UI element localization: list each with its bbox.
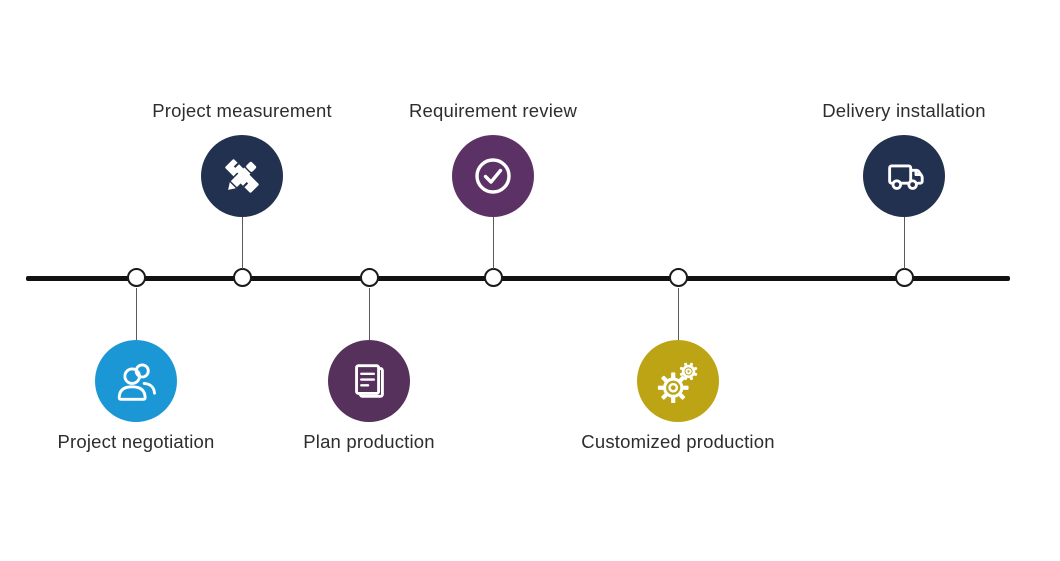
step-bubble bbox=[637, 340, 719, 422]
timeline-node bbox=[126, 268, 146, 287]
truck-icon bbox=[881, 153, 927, 199]
people-icon bbox=[113, 358, 159, 404]
step-bubble bbox=[328, 340, 410, 422]
connector-line bbox=[492, 217, 494, 269]
step-bubble bbox=[95, 340, 177, 422]
connector-line bbox=[903, 217, 905, 269]
connector-line bbox=[368, 288, 370, 340]
timeline-node bbox=[232, 268, 252, 287]
timeline-node bbox=[894, 268, 914, 287]
connector-line bbox=[677, 288, 679, 340]
timeline-node bbox=[359, 268, 379, 287]
ruler-pencil-icon bbox=[219, 153, 265, 199]
step-bubble bbox=[452, 135, 534, 217]
timeline-node bbox=[668, 268, 688, 287]
timeline-line bbox=[26, 276, 1010, 281]
step-label: Project negotiation bbox=[57, 431, 215, 452]
connector-line bbox=[241, 217, 243, 269]
document-icon bbox=[346, 358, 392, 404]
step-label: Requirement review bbox=[408, 100, 578, 121]
step-label: Delivery installation bbox=[822, 100, 986, 121]
step-label: Customized production bbox=[581, 431, 775, 452]
step-bubble bbox=[863, 135, 945, 217]
step-bubble bbox=[201, 135, 283, 217]
step-label: Plan production bbox=[303, 431, 435, 452]
gears-icon bbox=[655, 358, 701, 404]
connector-line bbox=[135, 288, 137, 340]
timeline-node bbox=[483, 268, 503, 287]
step-label: Project measurement bbox=[152, 100, 332, 121]
check-circle-icon bbox=[469, 152, 517, 200]
